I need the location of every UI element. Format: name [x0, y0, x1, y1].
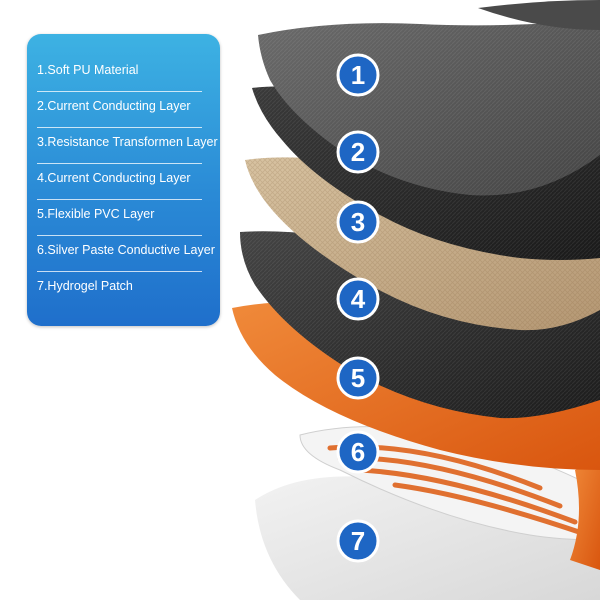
legend-item-resistance: 3.Resistance Transformen Layer [37, 128, 218, 164]
badge-6: 6 [336, 430, 380, 474]
badge-5: 5 [336, 356, 380, 400]
legend-item-soft-pu: 1.Soft PU Material [37, 56, 202, 92]
badge-4-number: 4 [351, 284, 366, 314]
badge-1-number: 1 [351, 60, 365, 90]
badge-4: 4 [336, 277, 380, 321]
layer-legend-list: 1.Soft PU Material 2.Current Conducting … [37, 56, 218, 308]
badge-2-number: 2 [351, 137, 365, 167]
legend-item-hydrogel: 7.Hydrogel Patch [37, 279, 133, 293]
legend-item-silver-paste: 6.Silver Paste Conductive Layer [37, 236, 215, 272]
legend-item-current-conducting-2: 4.Current Conducting Layer [37, 164, 202, 200]
layer-pvc-strip [570, 462, 600, 570]
legend-item-flexible-pvc: 5.Flexible PVC Layer [37, 200, 202, 236]
badge-7-number: 7 [351, 526, 365, 556]
badge-3: 3 [336, 200, 380, 244]
layer-legend-panel: 1.Soft PU Material 2.Current Conducting … [27, 34, 220, 326]
badge-3-number: 3 [351, 207, 365, 237]
layer-soft-pu-back-corner [478, 0, 600, 30]
badge-2: 2 [336, 130, 380, 174]
badge-6-number: 6 [351, 437, 365, 467]
badge-7: 7 [336, 519, 380, 563]
legend-item-current-conducting-1: 2.Current Conducting Layer [37, 92, 202, 128]
badge-5-number: 5 [351, 363, 365, 393]
badge-1: 1 [336, 53, 380, 97]
